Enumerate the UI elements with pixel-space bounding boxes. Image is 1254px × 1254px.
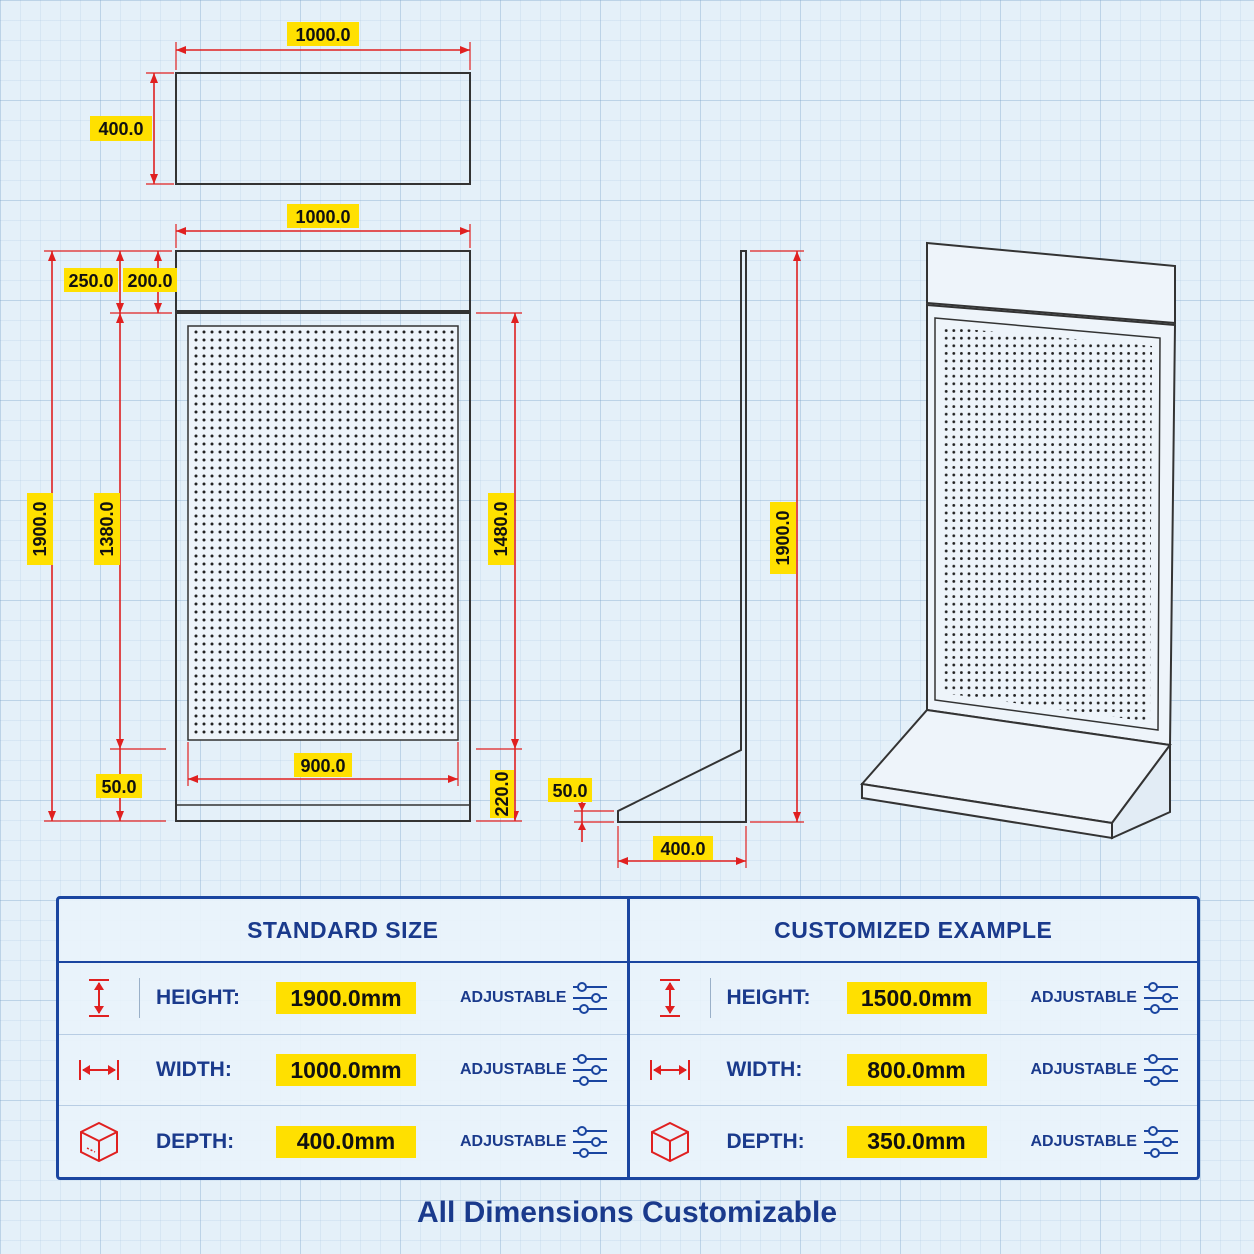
spec-table: STANDARD SIZE HEIGHT: 1900.0mm ADJUSTABL…	[56, 896, 1200, 1180]
footer-title: All Dimensions Customizable	[416, 1196, 838, 1229]
top-view-outline	[175, 72, 471, 185]
height-arrow-icon	[59, 977, 139, 1019]
depth-value: 350.0mm	[846, 1125, 987, 1158]
dim-side-depth: 400.0	[653, 836, 713, 860]
standard-width-row: WIDTH: 1000.0mm ADJUSTABLE	[59, 1035, 627, 1107]
custom-depth-row: DEPTH: 350.0mm ADJUSTABLE	[630, 1106, 1198, 1177]
dim-base-height: 220.0	[490, 770, 514, 818]
dim-side-height: 1900.0	[770, 502, 796, 574]
custom-height-row: HEIGHT: 1500.0mm ADJUSTABLE	[629, 963, 1197, 1035]
svg-text:50.0: 50.0	[552, 781, 587, 801]
depth-value: 400.0mm	[276, 1125, 416, 1158]
height-label: HEIGHT:	[726, 986, 811, 1010]
dim-header-inner: 200.0	[123, 268, 177, 292]
svg-text:1000.0: 1000.0	[295, 207, 350, 227]
svg-text:1900.0: 1900.0	[30, 501, 50, 556]
standard-size-column: STANDARD SIZE HEIGHT: 1900.0mm ADJUSTABL…	[59, 899, 627, 1177]
standard-height-row: HEIGHT: 1900.0mm ADJUSTABLE	[59, 963, 627, 1035]
depth-cube-icon	[630, 1120, 710, 1164]
side-profile	[617, 250, 747, 823]
svg-text:400.0: 400.0	[660, 839, 705, 859]
customized-example-column: CUSTOMIZED EXAMPLE HEIGHT: 1500.0mm ADJU…	[626, 899, 1198, 1177]
pegboard-holes	[192, 330, 454, 736]
adjustable-label: ADJUSTABLE	[460, 1132, 567, 1150]
adjustable-label: ADJUSTABLE	[460, 1061, 567, 1078]
svg-text:250.0: 250.0	[68, 271, 113, 291]
svg-text:1000.0: 1000.0	[295, 25, 350, 45]
dim-top-depth: 400.0	[90, 116, 152, 141]
front-view: 1000.0 250.0 200.0 1900.0	[27, 204, 522, 822]
front-header	[175, 250, 471, 312]
dim-header-height: 250.0	[64, 268, 118, 292]
dim-top-width: 1000.0	[287, 22, 359, 46]
top-view: 1000.0 400.0	[90, 22, 471, 185]
adjustable-label: ADJUSTABLE	[1030, 1061, 1137, 1078]
slider-icon[interactable]	[572, 1054, 608, 1086]
svg-text:50.0: 50.0	[101, 777, 136, 797]
width-arrow-icon	[630, 1057, 710, 1083]
dim-panel-width: 900.0	[294, 753, 352, 777]
depth-cube-icon	[59, 1120, 139, 1164]
dim-front-width: 1000.0	[287, 204, 359, 228]
width-value: 800.0mm	[846, 1054, 987, 1086]
slider-icon[interactable]	[1143, 1125, 1179, 1158]
dim-side-foot: 50.0	[548, 778, 592, 802]
perspective-view	[860, 241, 1177, 840]
side-view: 1900.0 50.0 400.0	[548, 250, 804, 868]
width-value: 1000.0mm	[276, 1054, 416, 1086]
width-label: WIDTH:	[726, 1058, 803, 1081]
persp-header	[926, 241, 1176, 325]
persp-pegboard-holes	[943, 327, 1152, 722]
depth-label: DEPTH:	[726, 1129, 805, 1153]
dim-frame-height: 1480.0	[488, 493, 514, 565]
height-value: 1500.0mm	[846, 982, 987, 1015]
svg-text:400.0: 400.0	[98, 119, 143, 139]
standard-depth-row: DEPTH: 400.0mm ADJUSTABLE	[59, 1106, 627, 1177]
customized-example-title: CUSTOMIZED EXAMPLE	[629, 899, 1197, 963]
dim-total-height: 1900.0	[27, 493, 53, 565]
adjustable-label: ADJUSTABLE	[1030, 1132, 1137, 1150]
svg-text:200.0: 200.0	[127, 271, 172, 291]
slider-icon[interactable]	[572, 1125, 608, 1158]
svg-text:900.0: 900.0	[300, 756, 345, 776]
svg-text:1900.0: 1900.0	[773, 510, 793, 565]
slider-icon[interactable]	[1143, 982, 1179, 1015]
height-label: HEIGHT:	[156, 986, 240, 1010]
standard-size-title: STANDARD SIZE	[59, 899, 627, 963]
svg-text:1480.0: 1480.0	[491, 501, 511, 556]
svg-text:1380.0: 1380.0	[97, 501, 117, 556]
adjustable-label: ADJUSTABLE	[460, 989, 567, 1007]
svg-text:220.0: 220.0	[492, 771, 512, 816]
height-arrow-icon	[630, 977, 710, 1019]
width-label: WIDTH:	[156, 1058, 232, 1081]
width-arrow-icon	[59, 1057, 139, 1083]
dim-panel-height: 1380.0	[94, 493, 120, 565]
custom-width-row: WIDTH: 800.0mm ADJUSTABLE	[629, 1035, 1197, 1107]
technical-drawing: 1000.0 400.0 1000.0	[27, 22, 1177, 868]
dim-bottom-gap: 50.0	[96, 774, 142, 798]
slider-icon[interactable]	[572, 982, 608, 1015]
adjustable-label: ADJUSTABLE	[1030, 989, 1137, 1007]
front-frame	[175, 312, 471, 822]
slider-icon[interactable]	[1143, 1054, 1179, 1086]
depth-label: DEPTH:	[156, 1129, 235, 1153]
height-value: 1900.0mm	[276, 982, 416, 1015]
